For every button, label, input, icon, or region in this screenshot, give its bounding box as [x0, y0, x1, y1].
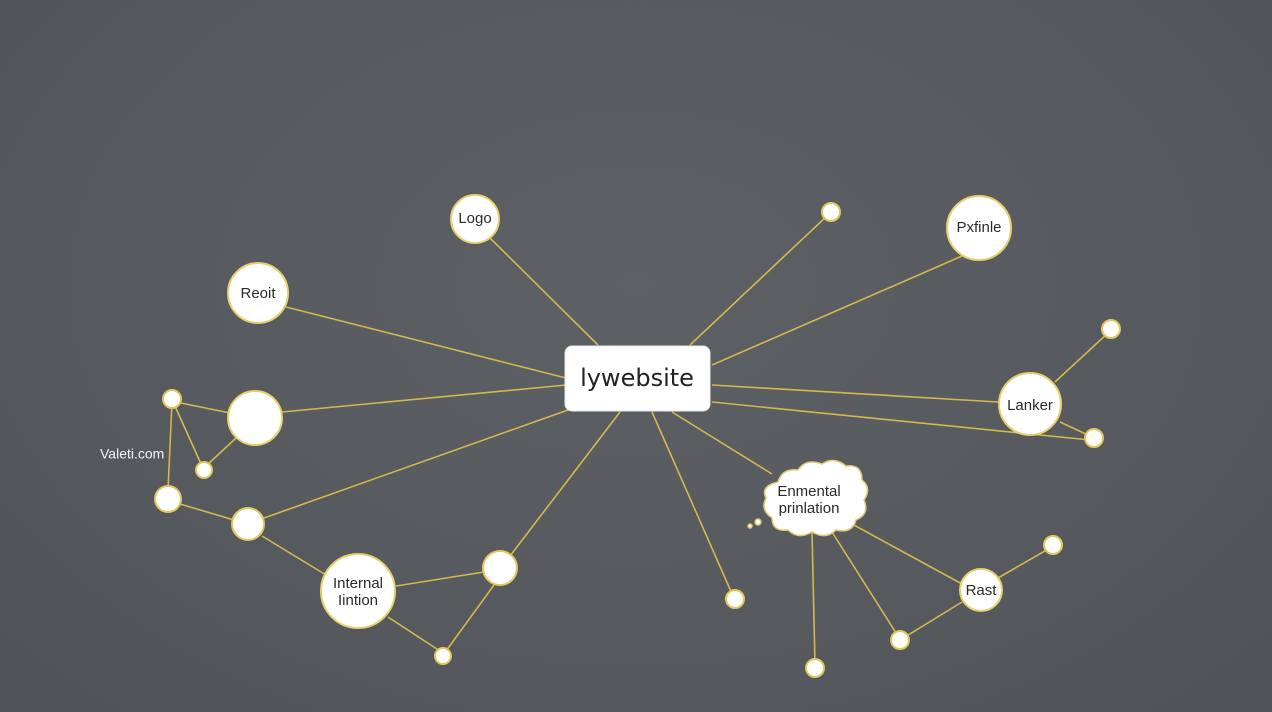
edge-left-dot3-dot4 — [179, 503, 235, 521]
edge-center-cloud — [671, 411, 773, 475]
edge-left-dot1-dot3 — [167, 401, 173, 491]
node-internal[interactable]: Internal Iintion — [320, 553, 396, 629]
dot-bottom-left[interactable] — [434, 647, 452, 665]
node-profile[interactable]: Pxfinle — [946, 195, 1012, 261]
edge-left-dot4-internal — [261, 535, 327, 576]
edge-center-topdot — [689, 214, 829, 346]
cloud-tail-dot-1 — [754, 518, 762, 526]
edge-internal-bottomdot — [387, 616, 441, 652]
dot-bottom-center[interactable] — [725, 589, 745, 609]
node-lanker-label: Lanker — [1007, 397, 1053, 414]
edge-center-reoit — [285, 306, 567, 379]
cloud-tail-dot-2 — [747, 523, 753, 529]
edges — [167, 214, 1109, 665]
edge-left-dot2-big — [205, 437, 237, 467]
node-logo-label: Logo — [458, 210, 491, 227]
edge-center-lowdot — [509, 411, 621, 557]
node-reoit[interactable]: Reoit — [227, 262, 289, 324]
center-node-label: lywebsite — [580, 364, 694, 392]
edge-rast-dot — [904, 601, 963, 638]
dot-right[interactable] — [1084, 428, 1104, 448]
dot-right-top[interactable] — [1101, 319, 1121, 339]
node-internal-label-2: Iintion — [338, 592, 378, 609]
dot-bottom-cloud[interactable] — [805, 658, 825, 678]
free-text-label: Valeti.com — [100, 446, 164, 462]
node-reoit-label: Reoit — [240, 285, 276, 302]
center-node[interactable]: lywebsite — [564, 345, 711, 412]
dot-left-3[interactable] — [154, 485, 182, 513]
edge-center-lanker — [711, 384, 999, 403]
dot-rast-top[interactable] — [1043, 535, 1063, 555]
edge-center-profile — [711, 255, 963, 366]
edge-left-dot1-dot2 — [173, 403, 203, 467]
dot-left-2[interactable] — [195, 461, 213, 479]
node-logo[interactable]: Logo — [450, 194, 500, 244]
edge-cloud-bottomdot — [811, 531, 816, 665]
edge-lowdot-bottomdot — [445, 584, 495, 652]
node-profile-label: Pxfinle — [956, 219, 1001, 236]
edge-center-bottomdot — [651, 411, 734, 597]
edge-cloud-rast — [851, 523, 963, 585]
node-left-big[interactable] — [227, 390, 283, 446]
node-internal-label-1: Internal — [333, 575, 383, 592]
dot-low[interactable] — [482, 550, 518, 586]
edge-cloud-rastdot — [831, 531, 899, 637]
cloud-label-2: prinlation — [779, 500, 840, 517]
edge-left-dot1-big — [175, 401, 231, 414]
edge-rast-topdot — [997, 547, 1051, 579]
edge-center-leftmid — [263, 409, 569, 519]
dot-left-1[interactable] — [162, 389, 182, 409]
edge-center-logo — [489, 237, 599, 346]
node-cloud[interactable]: Enmental prinlation — [747, 459, 869, 537]
cloud-label-1: Enmental — [777, 483, 840, 500]
node-rast[interactable]: Rast — [959, 568, 1003, 612]
node-rast-label: Rast — [966, 582, 998, 599]
dot-rast-left[interactable] — [890, 630, 910, 650]
edge-lanker-topdot — [1054, 332, 1109, 383]
node-lanker[interactable]: Lanker — [998, 372, 1062, 436]
dots — [154, 202, 1121, 678]
dot-left-4[interactable] — [231, 507, 265, 541]
edge-center-leftbig — [281, 384, 567, 413]
edge-internal-lowdot — [395, 571, 485, 587]
dot-top[interactable] — [821, 202, 841, 222]
